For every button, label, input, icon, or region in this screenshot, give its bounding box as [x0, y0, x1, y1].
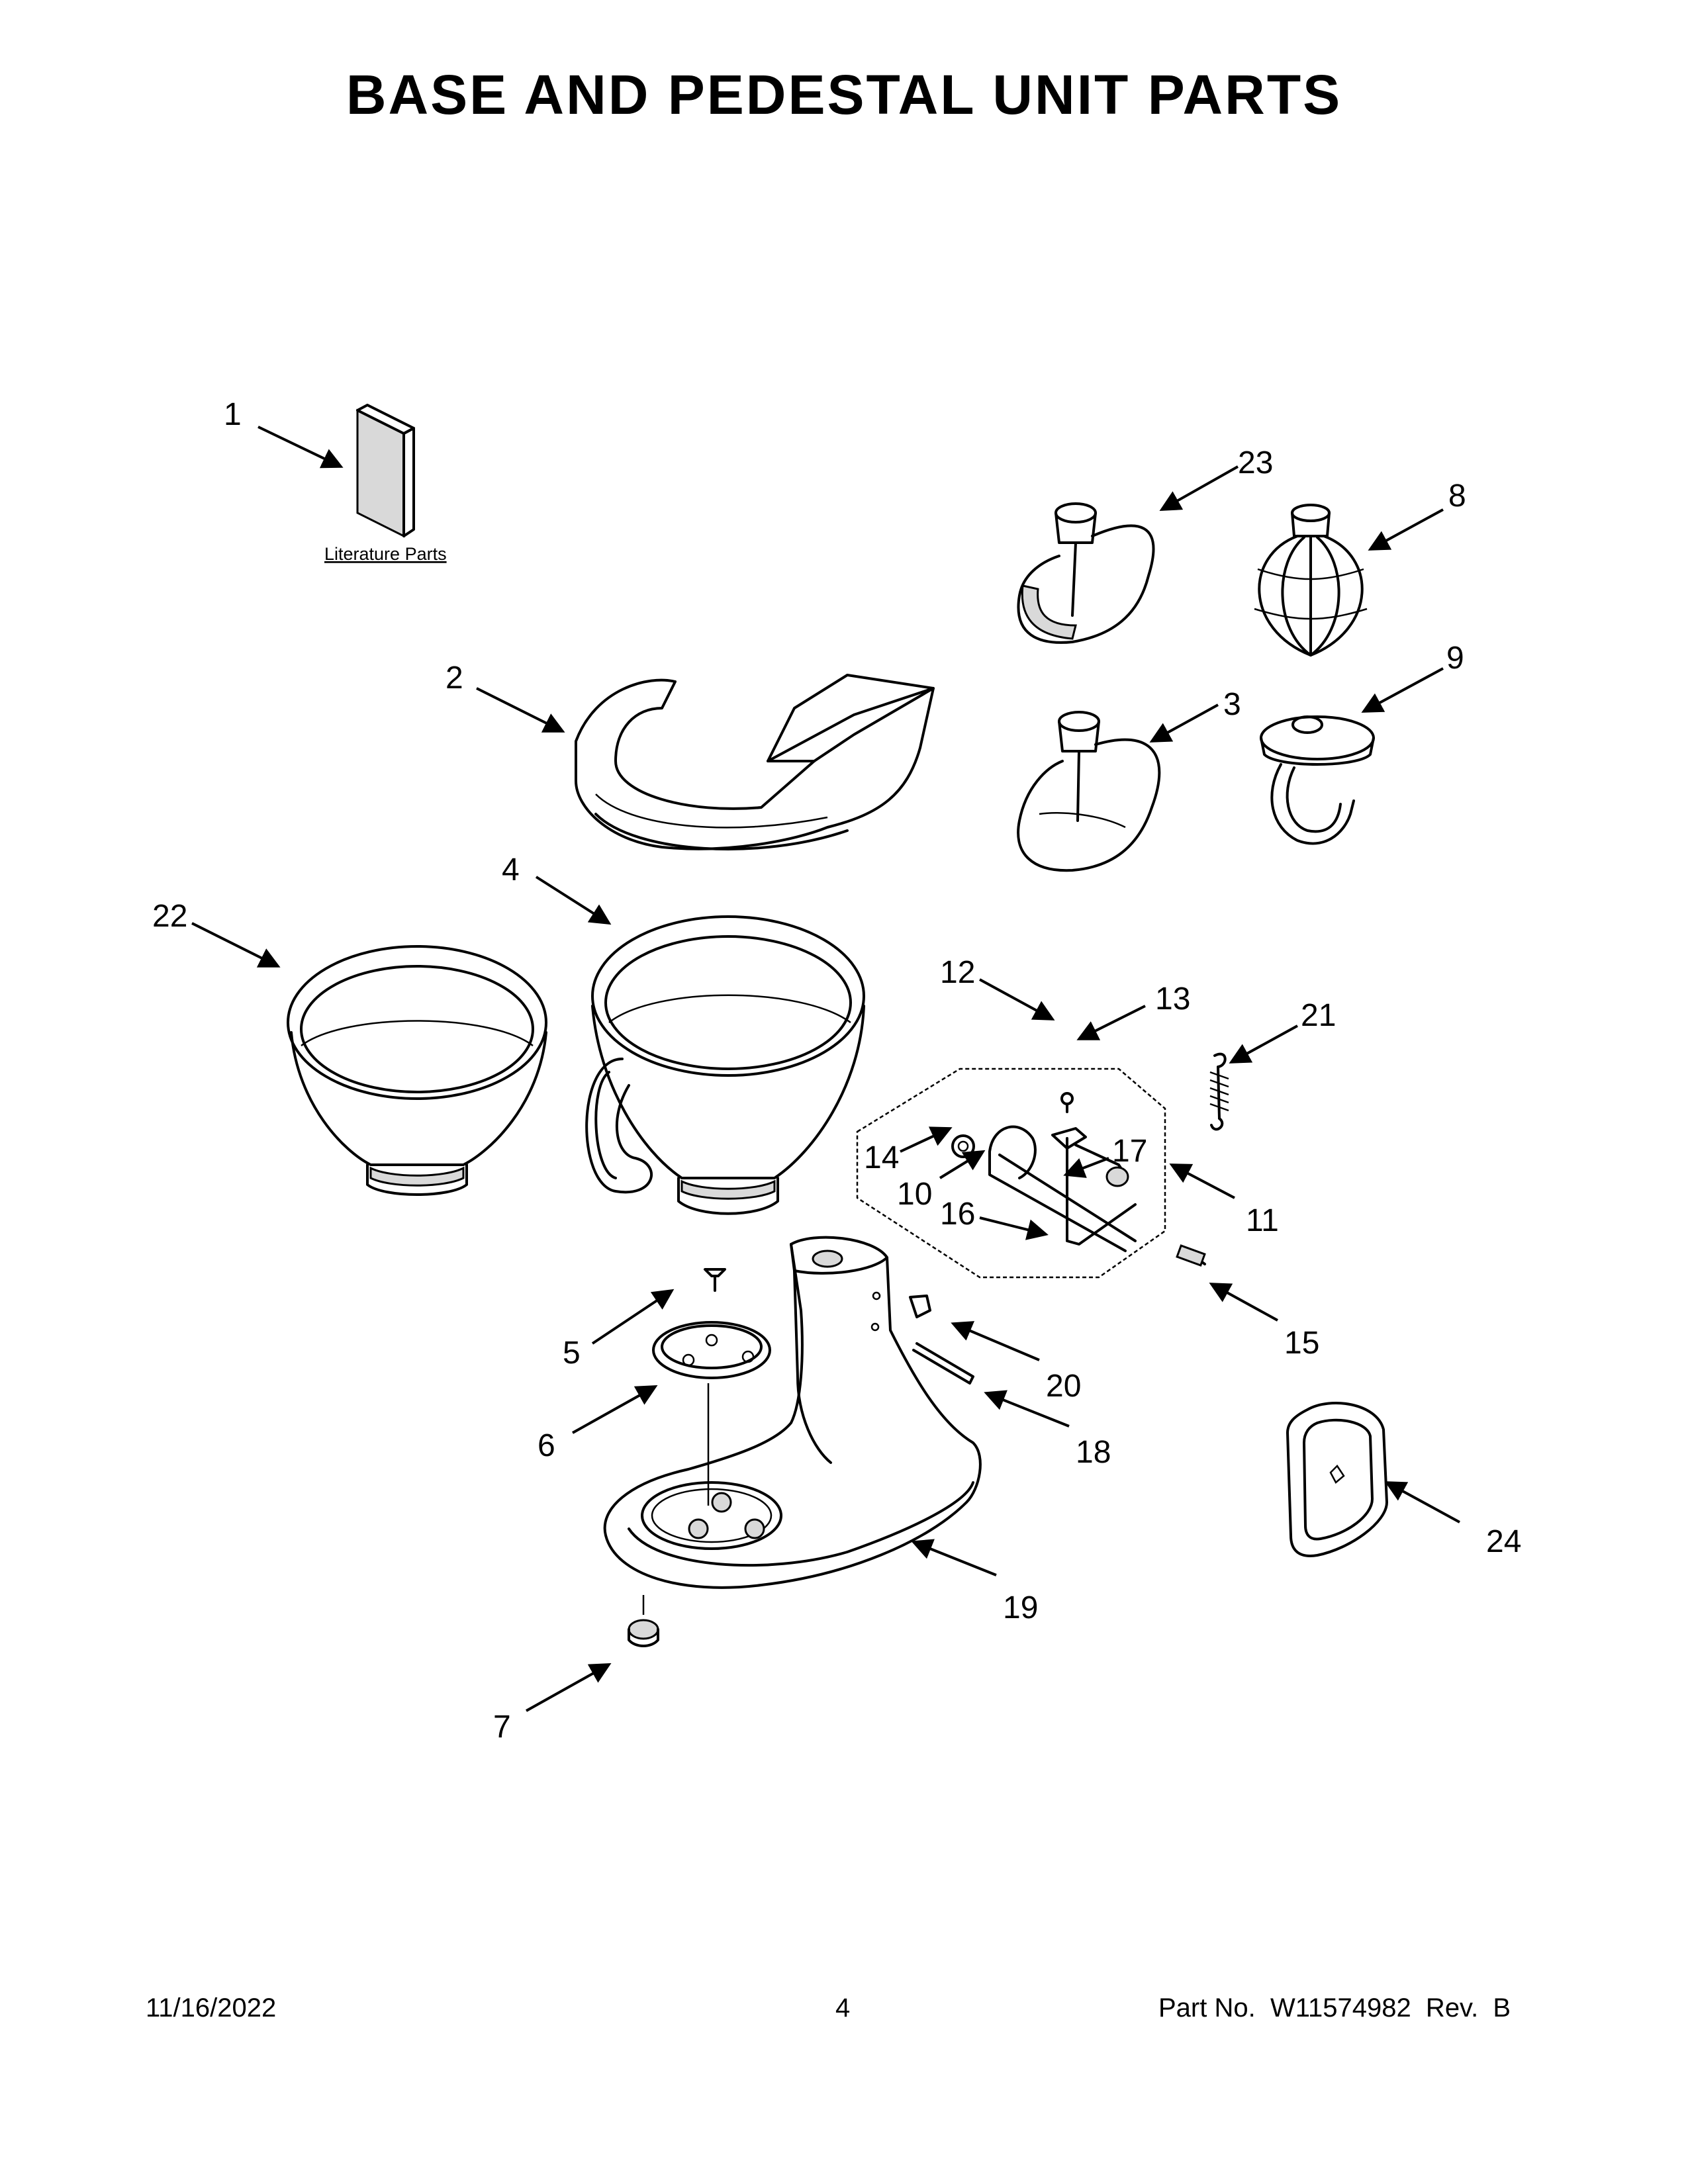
rubber-foot: [628, 1595, 659, 1647]
pouring-shield: [575, 674, 935, 850]
callout-23: 23: [1238, 445, 1273, 480]
literature-booklet: [356, 404, 415, 538]
mixing-bowl-with-handle: [585, 915, 865, 1215]
callout-6: 6: [538, 1428, 555, 1463]
footer-part-number: Part No. W11574982 Rev. B: [1158, 1993, 1511, 2023]
footer-page-number: 4: [835, 1993, 851, 2023]
callout-15: 15: [1284, 1326, 1319, 1361]
callout-21: 21: [1301, 998, 1336, 1033]
callout-24: 24: [1486, 1524, 1521, 1559]
callout-18: 18: [1076, 1435, 1111, 1470]
callout-22: 22: [152, 899, 187, 934]
bowl-clamp-plate-assembly: [856, 1052, 1229, 1279]
callout-11: 11: [1246, 1203, 1279, 1238]
callout-13: 13: [1155, 981, 1190, 1017]
page-title: BASE AND PEDESTAL UNIT PARTS: [346, 64, 1342, 126]
callout-17: 17: [1112, 1134, 1147, 1169]
callout-4: 4: [502, 852, 520, 887]
callout-leaders: [191, 426, 1460, 1712]
trim-ring-and-screw: [652, 1268, 771, 1506]
callout-16: 16: [940, 1197, 975, 1232]
callout-7: 7: [493, 1709, 511, 1745]
pedestal-base: [603, 1236, 982, 1589]
mixing-bowl-22: [287, 945, 547, 1196]
dough-hook: [1260, 715, 1375, 845]
literature-parts-label: Literature Parts: [324, 544, 447, 564]
callout-3: 3: [1223, 687, 1241, 722]
callout-5: 5: [563, 1336, 581, 1371]
badge-plate: [1286, 1402, 1388, 1557]
callout-14: 14: [864, 1140, 899, 1175]
callout-8: 8: [1448, 478, 1466, 514]
callout-19: 19: [1003, 1590, 1038, 1625]
footer-date: 11/16/2022: [146, 1993, 277, 2023]
callout-12: 12: [940, 955, 975, 990]
flat-beater: [1017, 711, 1161, 872]
flex-edge-beater: [1017, 502, 1155, 644]
callout-20: 20: [1046, 1369, 1081, 1404]
callout-9: 9: [1446, 641, 1464, 676]
wire-whip: [1254, 504, 1368, 657]
callout-numbers: 1 2 3 4 5 6 7 8 9 10 11 12 13 14 15 16 1…: [152, 397, 1521, 1745]
callout-2: 2: [445, 660, 463, 696]
callout-1: 1: [224, 397, 242, 432]
callout-10: 10: [897, 1177, 932, 1212]
